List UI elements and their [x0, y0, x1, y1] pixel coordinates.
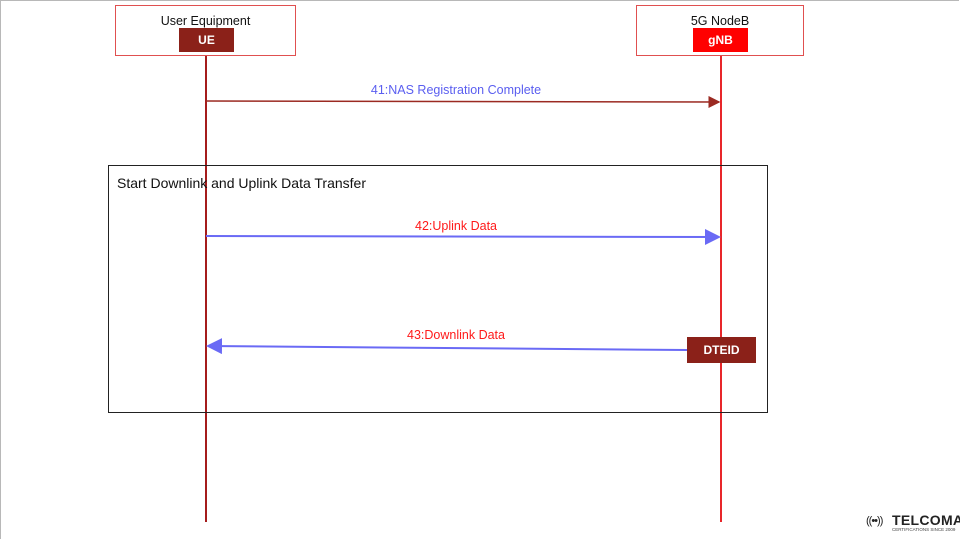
telcoma-logo: ((••)) TELCOMA CERTIFICATIONS SINCE 2009: [866, 512, 960, 534]
group-frame: Start Downlink and Uplink Data Transfer: [108, 165, 768, 413]
actor-title: User Equipment: [160, 14, 251, 28]
arrow-41: [205, 95, 721, 108]
dteid-annotation: DTEID: [687, 337, 756, 363]
message-label-42: 42:Uplink Data: [415, 219, 497, 233]
logo-tagline: CERTIFICATIONS SINCE 2009: [892, 527, 956, 532]
message-label-43: 43:Downlink Data: [407, 328, 505, 342]
logo-name: TELCOMA: [892, 512, 960, 528]
actor-5g-nodeb: 5G NodeB gNB: [636, 5, 804, 56]
arrow-42: [205, 228, 721, 245]
actor-chip-ue: UE: [179, 28, 234, 52]
ue-lifeline: [205, 52, 207, 522]
actor-title: 5G NodeB: [690, 14, 750, 28]
group-label: Start Downlink and Uplink Data Transfer: [117, 175, 366, 191]
gnb-lifeline: [720, 52, 722, 522]
arrow-43: [206, 338, 688, 355]
actor-user-equipment: User Equipment UE: [115, 5, 296, 56]
signal-icon: ((••)): [866, 515, 883, 527]
message-label-41: 41:NAS Registration Complete: [370, 83, 542, 97]
actor-chip-gnb: gNB: [693, 28, 748, 52]
